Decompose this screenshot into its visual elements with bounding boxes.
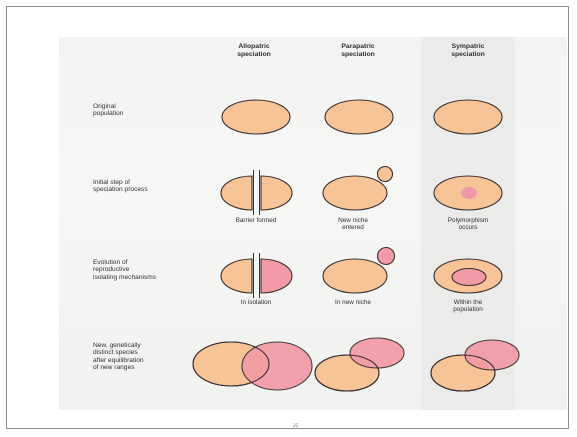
sympatric-within-population (434, 259, 502, 293)
caption-barrier-formed: Barrier formed (220, 217, 292, 224)
parapatric-new-niche-entered (323, 167, 393, 211)
column-heading-allopatric: Allopatric speciation (219, 43, 289, 58)
row-label-new-species: New, genetically distinct species after … (93, 342, 173, 372)
column-heading-sympatric: Sympatric speciation (433, 43, 503, 58)
row-label-initial-step: Initial step of speciation process (93, 179, 173, 194)
speciation-figure: Allopatric speciation Parapatric speciat… (59, 37, 567, 410)
caption-within-population: Within the population (432, 299, 504, 313)
page-number: 25 (293, 423, 299, 429)
allopatric-new-species (193, 342, 312, 390)
column-heading-parapatric: Parapatric speciation (323, 43, 393, 58)
allopatric-barrier-formed (221, 170, 292, 215)
sympatric-original-population (434, 100, 502, 134)
row-label-reproductive-isolation: Evolution of reproductive isolating mech… (93, 259, 173, 281)
caption-in-new-niche: In new niche (317, 299, 389, 306)
parapatric-in-new-niche (323, 248, 395, 294)
row-label-original-population: Original population (93, 103, 173, 118)
parapatric-original-population (325, 100, 393, 134)
caption-in-isolation: In isolation (220, 299, 292, 306)
sympatric-polymorphism (434, 176, 502, 210)
slide-frame: Allopatric speciation Parapatric speciat… (6, 6, 569, 429)
parapatric-new-species (315, 338, 404, 391)
caption-new-niche-entered: New niche entered (317, 217, 389, 231)
caption-polymorphism-occurs: Polymorphism occurs (432, 217, 504, 231)
allopatric-original-population (222, 100, 290, 134)
allopatric-in-isolation (221, 253, 292, 298)
